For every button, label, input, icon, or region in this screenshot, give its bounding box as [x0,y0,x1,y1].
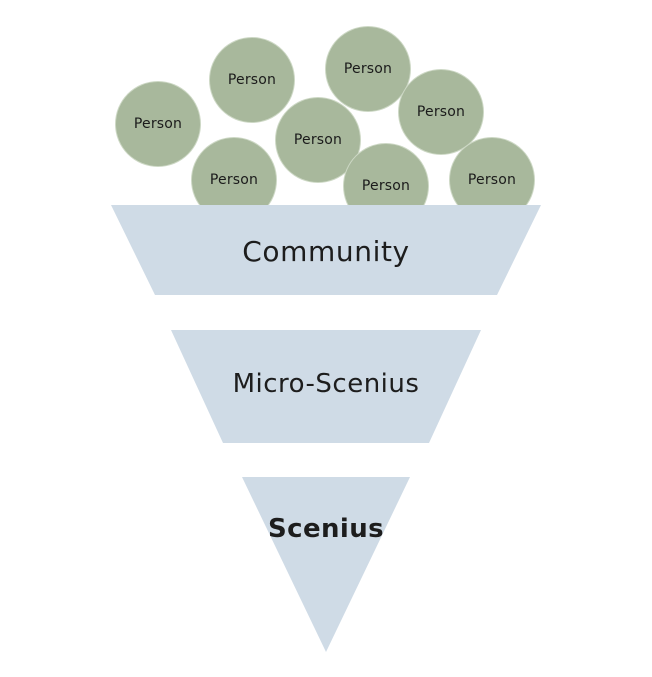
person-label: Person [209,172,259,188]
person-circle: Person [210,38,294,122]
person-label: Person [361,178,411,194]
person-label: Person [467,172,517,188]
micro-scenius-label: Micro-Scenius [232,369,420,399]
person-label: Person [227,72,277,88]
person-circle: Person [399,70,483,154]
person-label: Person [416,104,466,120]
community-label: Community [242,234,410,268]
micro-scenius-stage-shape [171,330,481,443]
scenius-label: Scenius [268,514,384,544]
person-circle: Person [276,98,360,182]
person-label: Person [133,116,183,132]
person-label: Person [293,132,343,148]
person-label: Person [343,61,393,77]
person-circle: Person [116,82,200,166]
community-stage-shape [111,205,541,295]
scenius-stage-shape [242,477,410,652]
person-circle: Person [326,27,410,111]
